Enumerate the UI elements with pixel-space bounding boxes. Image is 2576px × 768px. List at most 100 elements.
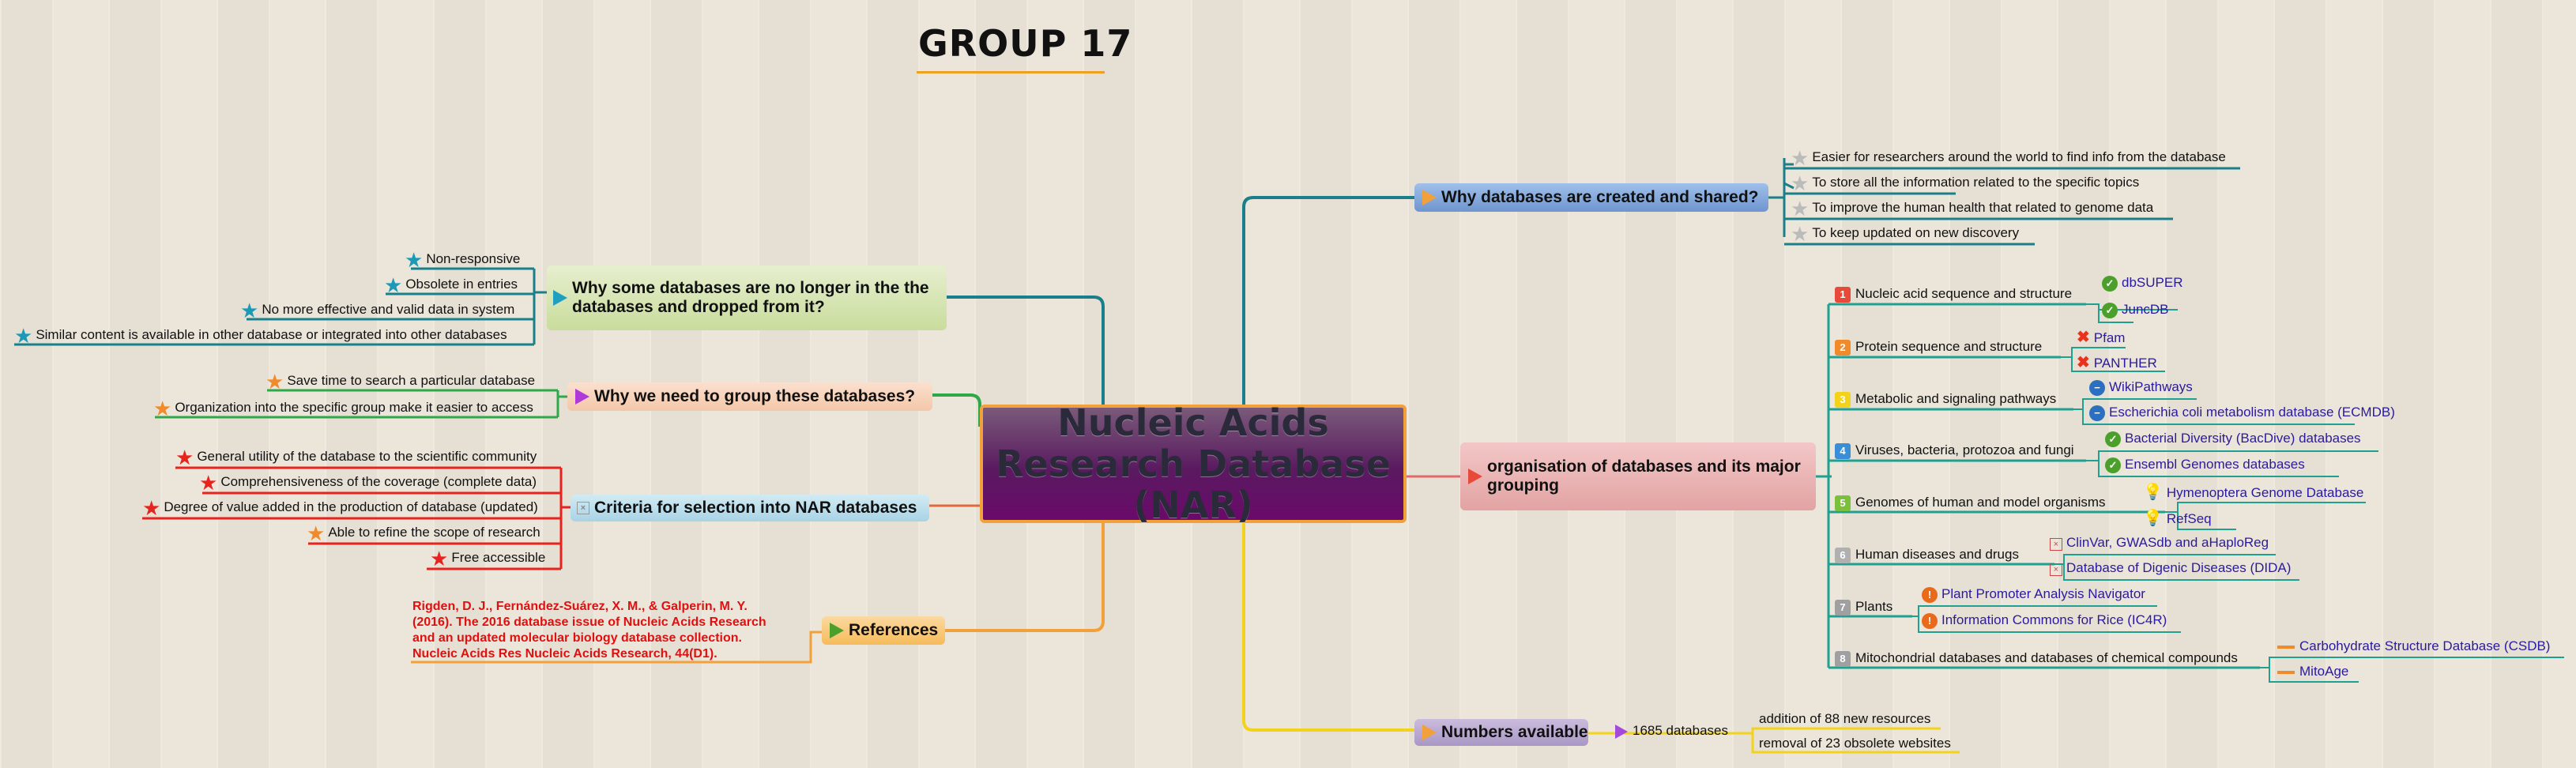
list-item[interactable]: ★Able to refine the scope of research xyxy=(307,521,540,545)
list-item[interactable]: ★To store all the information related to… xyxy=(1791,171,2140,195)
orange-dash-icon xyxy=(2277,645,2295,649)
branch-dropped[interactable]: Why some databases are no longer in the … xyxy=(547,265,947,330)
blue-star-icon: ★ xyxy=(14,323,33,348)
red-star-icon: ★ xyxy=(175,445,194,469)
branch-organisation[interactable]: organisation of databases and its major … xyxy=(1460,442,1816,510)
central-topic[interactable]: Nucleic Acids Research Database (NAR) xyxy=(980,401,1407,526)
db-link[interactable]: ✓Bacterial Diversity (BacDive) databases xyxy=(2105,431,2361,447)
blue-star-icon: ★ xyxy=(384,273,403,297)
branch-numbers[interactable]: Numbers available xyxy=(1414,719,1588,746)
flag-icon xyxy=(1422,725,1437,740)
list-item[interactable]: ★No more effective and valid data in sys… xyxy=(240,298,515,322)
list-item[interactable]: ★Similar content is available in other d… xyxy=(14,323,507,348)
branch-label: organisation of databases and its major … xyxy=(1487,457,1801,495)
db-link[interactable]: ✖PANTHER xyxy=(2077,354,2157,371)
reference-citation: Rigden, D. J., Fernández-Suárez, X. M., … xyxy=(412,600,766,661)
list-item[interactable]: removal of 23 obsolete websites xyxy=(1759,736,1951,751)
red-x-icon: ✖ xyxy=(2077,354,2090,371)
red-star-icon: ★ xyxy=(142,495,161,520)
list-item[interactable]: ★Degree of value added in the production… xyxy=(142,495,538,520)
red-x-icon: ✖ xyxy=(2077,329,2090,346)
list-item[interactable]: ★Comprehensiveness of the coverage (comp… xyxy=(199,470,537,495)
db-link[interactable]: !Plant Promoter Analysis Navigator xyxy=(1922,586,2145,603)
blue-star-icon: ★ xyxy=(240,298,259,322)
db-link[interactable]: −WikiPathways xyxy=(2089,379,2193,396)
priority-1-icon: 1 xyxy=(1835,286,1851,303)
priority-6-icon: 6 xyxy=(1835,547,1851,563)
branch-why-created[interactable]: Why databases are created and shared? xyxy=(1414,183,1768,212)
branch-label: Criteria for selection into NAR database… xyxy=(594,499,917,517)
page-title: GROUP 17 xyxy=(918,22,1133,65)
title-underline xyxy=(917,71,1105,73)
list-item[interactable]: ★To keep updated on new discovery xyxy=(1791,221,2020,246)
blue-star-icon: ★ xyxy=(405,247,424,272)
db-link[interactable]: ✓dbSUPER xyxy=(2102,275,2182,292)
priority-8-icon: 8 xyxy=(1835,650,1851,667)
db-link[interactable]: ✓Ensembl Genomes databases xyxy=(2105,457,2305,473)
numbers-sub-item[interactable]: 1685 databases xyxy=(1615,723,1728,739)
list-item[interactable]: ★General utility of the database to the … xyxy=(175,445,537,469)
branch-criteria[interactable]: × Criteria for selection into NAR databa… xyxy=(571,495,929,521)
lightbulb-icon: 💡 xyxy=(2143,510,2163,527)
orange-exclamation-icon: ! xyxy=(1922,612,1938,629)
green-check-icon: ✓ xyxy=(2105,457,2121,473)
flag-icon xyxy=(830,623,844,638)
flag-icon xyxy=(553,290,567,306)
priority-3-icon: 3 xyxy=(1835,391,1851,408)
broken-image-icon: × xyxy=(2050,538,2062,551)
list-item[interactable]: ★Save time to search a particular databa… xyxy=(266,369,536,393)
db-link[interactable]: ×ClinVar, GWASdb and aHaploReg xyxy=(2050,535,2269,551)
db-link[interactable]: −Escherichia coli metabolism database (E… xyxy=(2089,405,2395,421)
db-link[interactable]: 💡Hymenoptera Genome Database xyxy=(2143,484,2364,501)
red-star-icon: ★ xyxy=(430,546,449,570)
db-link[interactable]: 💡RefSeq xyxy=(2143,510,2212,527)
flag-icon xyxy=(1422,190,1437,205)
green-check-icon: ✓ xyxy=(2105,431,2121,447)
orange-exclamation-icon: ! xyxy=(1922,586,1938,603)
orange-star-icon: ★ xyxy=(266,369,284,393)
flag-icon xyxy=(575,389,589,405)
flag-icon xyxy=(1468,469,1482,484)
lightbulb-icon: 💡 xyxy=(2143,484,2163,501)
db-link[interactable]: ✖Pfam xyxy=(2077,329,2126,346)
grey-star-icon: ★ xyxy=(1791,171,1810,195)
orange-star-icon: ★ xyxy=(307,521,326,545)
central-topic-label: Nucleic Acids Research Database (NAR) xyxy=(996,401,1391,526)
db-link[interactable]: ×Database of Digenic Diseases (DIDA) xyxy=(2050,560,2291,576)
priority-4-icon: 4 xyxy=(1835,442,1851,459)
branch-label: References xyxy=(849,621,939,639)
list-item[interactable]: addition of 88 new resources xyxy=(1759,711,1931,726)
db-link[interactable]: MitoAge xyxy=(2277,664,2348,680)
db-link[interactable]: Carbohydrate Structure Database (CSDB) xyxy=(2277,638,2550,654)
branch-group-need[interactable]: Why we need to group these databases? xyxy=(567,382,932,411)
branch-label: Why databases are created and shared? xyxy=(1441,188,1759,206)
branch-references[interactable]: References xyxy=(822,616,945,645)
purple-flag-icon xyxy=(1615,724,1628,739)
list-item[interactable]: ★Free accessible xyxy=(430,546,546,570)
green-check-icon: ✓ xyxy=(2102,302,2118,318)
list-item[interactable]: ★To improve the human health that relate… xyxy=(1791,196,2154,220)
list-item[interactable]: ★Organization into the specific group ma… xyxy=(153,396,533,420)
db-link[interactable]: ✓JuncDB xyxy=(2102,302,2169,318)
green-check-icon: ✓ xyxy=(2102,275,2118,292)
list-item[interactable]: ★Non-responsive xyxy=(405,247,521,272)
blue-minus-icon: − xyxy=(2089,405,2105,421)
red-star-icon: ★ xyxy=(199,470,218,495)
list-item[interactable]: ★Easier for researchers around the world… xyxy=(1791,145,2226,170)
db-link[interactable]: !Information Commons for Rice (IC4R) xyxy=(1922,612,2167,629)
list-item[interactable]: ★Obsolete in entries xyxy=(384,273,518,297)
blue-minus-icon: − xyxy=(2089,379,2105,396)
priority-5-icon: 5 xyxy=(1835,495,1851,511)
priority-2-icon: 2 xyxy=(1835,339,1851,356)
broken-image-icon: × xyxy=(577,502,589,514)
priority-7-icon: 7 xyxy=(1835,599,1851,616)
